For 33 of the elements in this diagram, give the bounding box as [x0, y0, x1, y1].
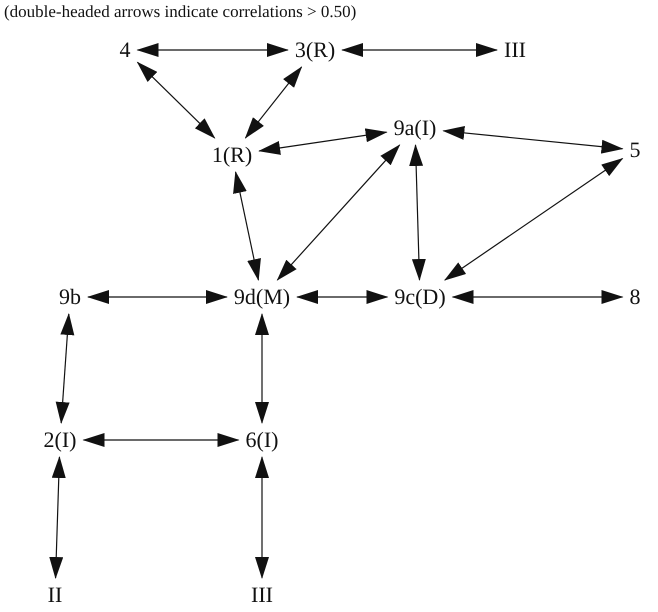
- double-headed-arrow: [341, 43, 498, 57]
- double-headed-arrow: [442, 126, 624, 154]
- variable-label: 9a(I): [390, 115, 440, 141]
- double-headed-arrow: [82, 433, 240, 447]
- double-headed-arrow: [244, 66, 302, 139]
- double-headed-arrow: [452, 290, 624, 304]
- double-headed-arrow: [56, 313, 74, 424]
- variable-label: 9d(M): [230, 284, 294, 310]
- double-headed-arrow: [255, 313, 269, 424]
- double-headed-arrow: [49, 456, 66, 579]
- variable-label: 9b: [56, 284, 84, 310]
- double-headed-arrow: [409, 144, 426, 281]
- double-headed-arrow: [136, 62, 216, 139]
- variable-label: 8: [626, 284, 644, 310]
- variable-label: 9c(D): [391, 284, 449, 310]
- variable-label: III: [501, 37, 529, 63]
- double-headed-arrow: [258, 128, 388, 155]
- double-headed-arrow: [255, 456, 269, 579]
- variable-label: 1(R): [208, 142, 256, 168]
- variable-label: 4: [116, 37, 134, 63]
- diagram-title: (double-headed arrows indicate correlations > 0.50): [4, 2, 356, 22]
- double-headed-arrow: [444, 158, 624, 281]
- double-headed-arrow: [136, 43, 289, 57]
- variable-label: 5: [626, 137, 644, 163]
- variable-label: 2(I): [40, 427, 80, 453]
- variable-label: II: [44, 582, 66, 608]
- double-headed-arrow: [276, 144, 400, 281]
- double-headed-arrow: [233, 171, 261, 281]
- double-headed-arrow: [296, 290, 388, 304]
- variable-label: 6(I): [242, 427, 282, 453]
- double-headed-arrow: [87, 290, 228, 304]
- variable-label: III: [248, 582, 276, 608]
- variable-label: 3(R): [292, 37, 338, 63]
